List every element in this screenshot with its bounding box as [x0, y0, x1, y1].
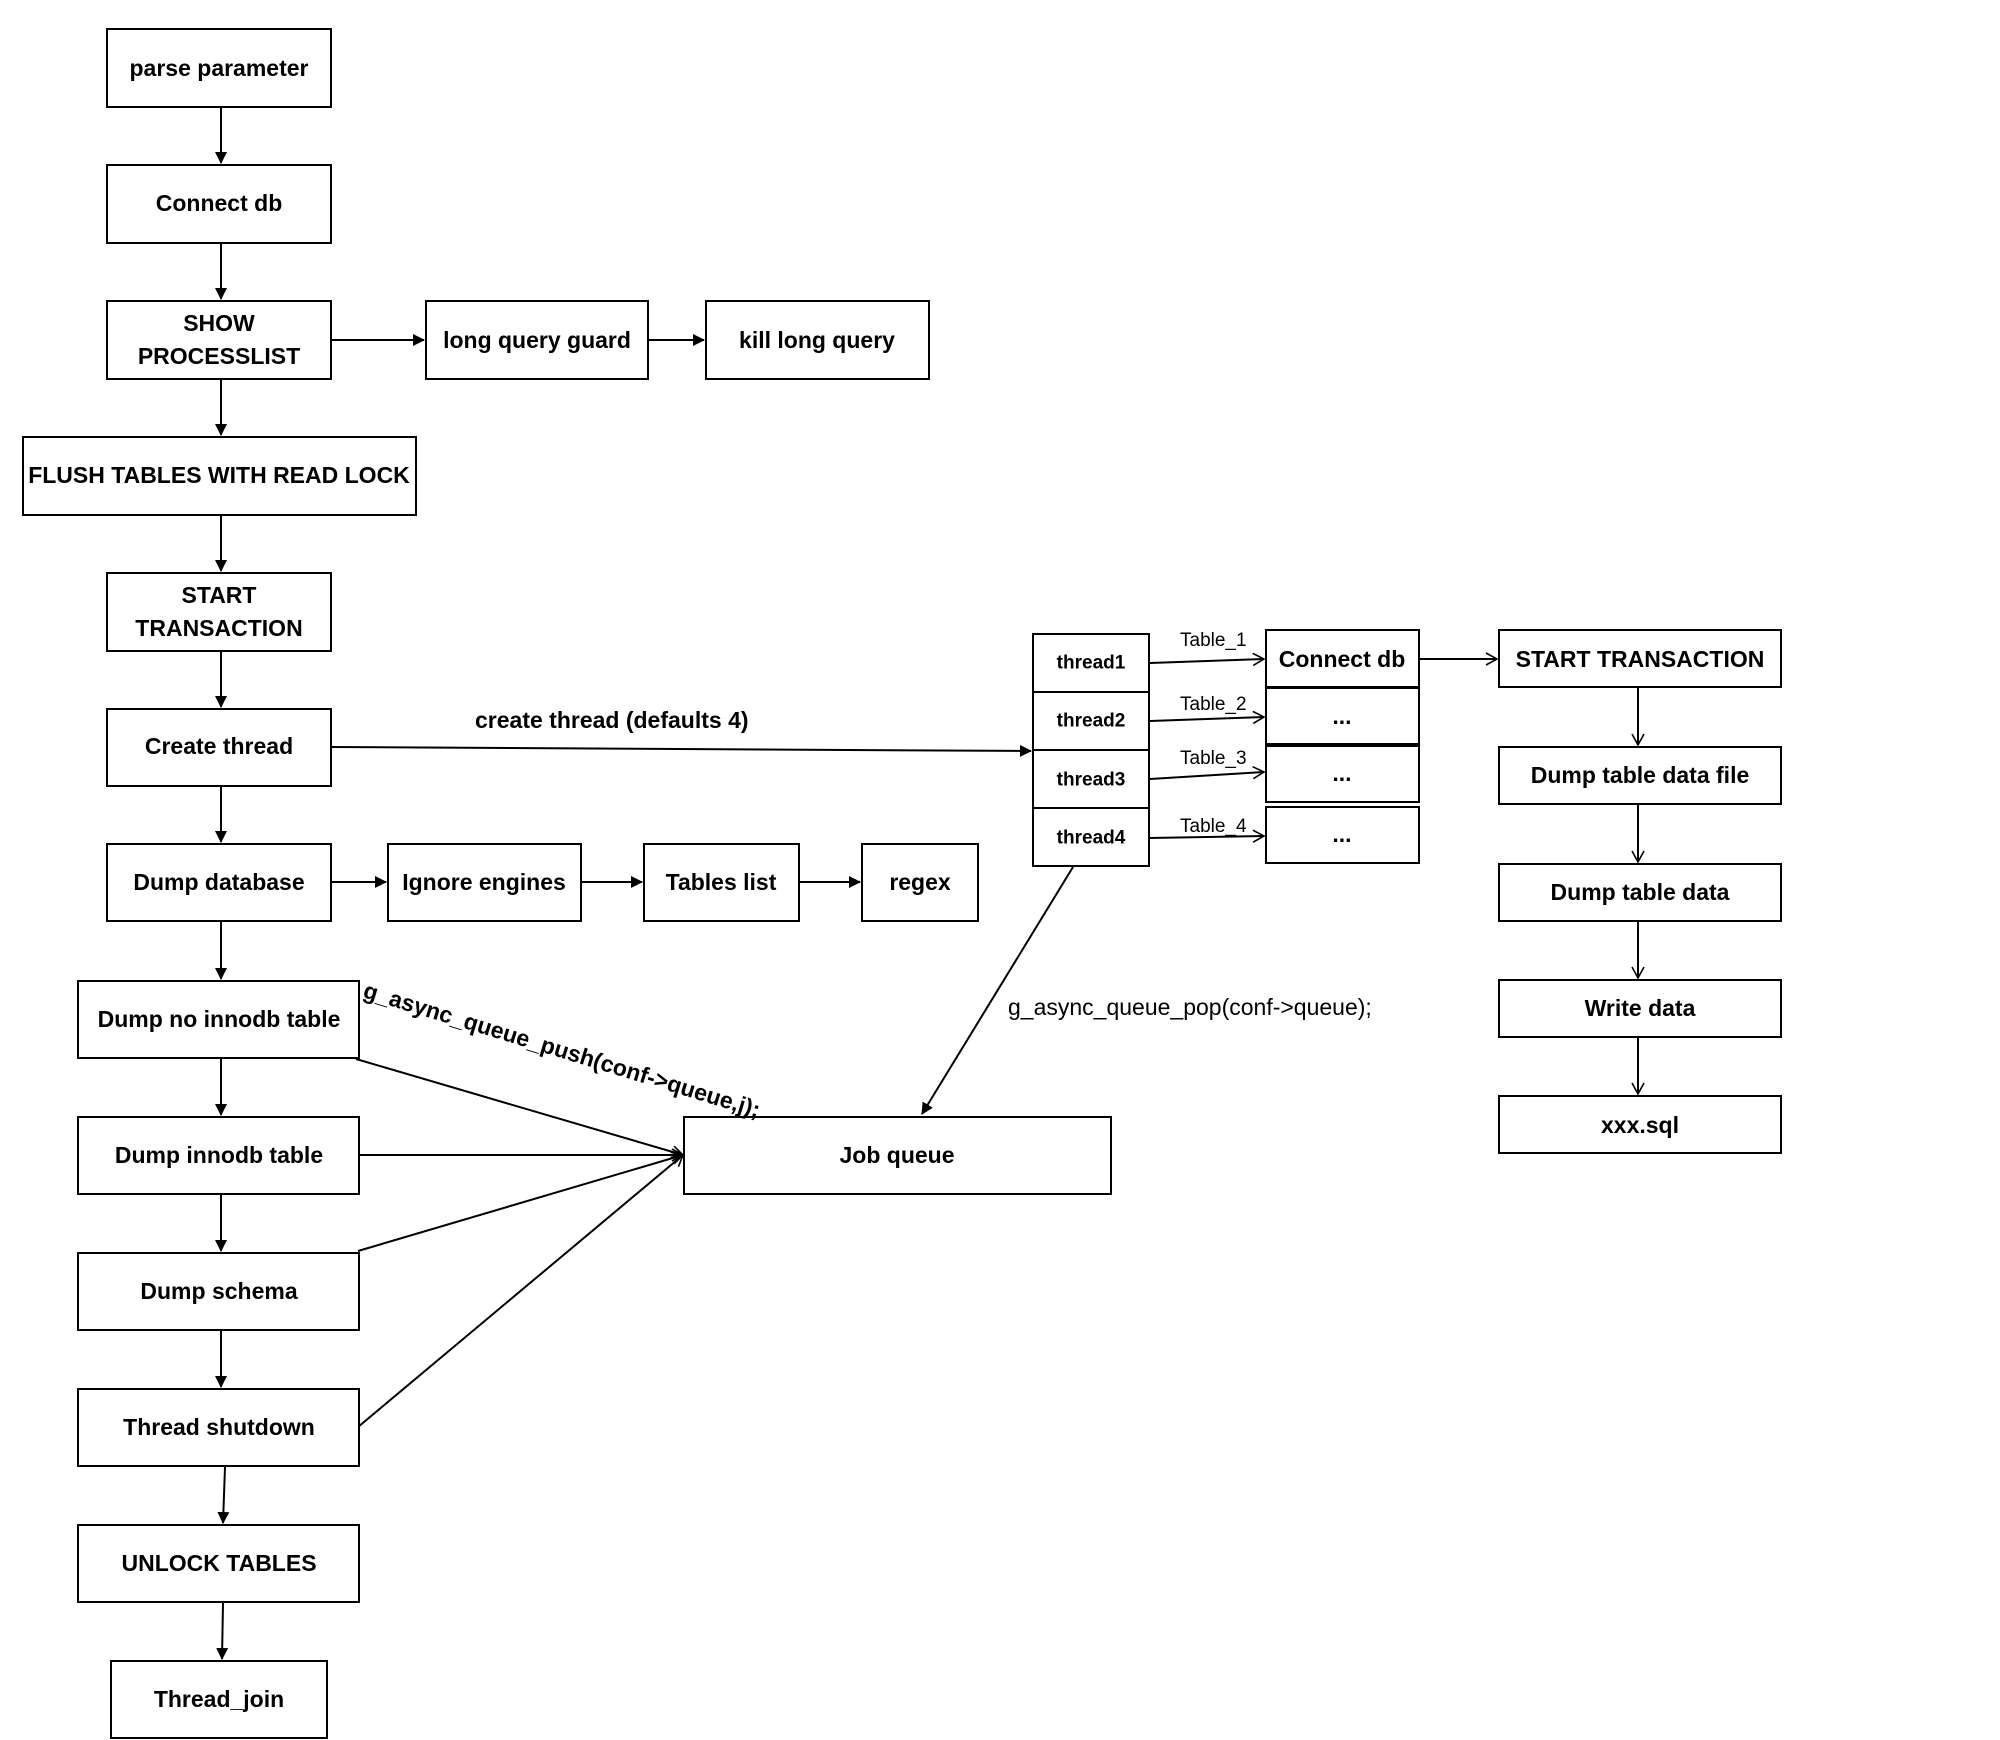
table-3-label: Table_3: [1180, 748, 1247, 769]
queue-push-label: g_async_queue_push(conf->queue,j);: [361, 977, 764, 1123]
create-thread-box: Create thread: [106, 708, 332, 787]
tables-list-label: Tables list: [666, 869, 777, 895]
thread-shutdown-label: Thread shutdown: [123, 1414, 315, 1440]
ignore-engines-label: Ignore engines: [402, 869, 566, 895]
main-chain: parse parameter Connect db SHOW PROCESSL…: [22, 28, 417, 1739]
task3-ellipsis: ...: [1332, 760, 1351, 786]
flush-tables-label: FLUSH TABLES WITH READ LOCK: [28, 462, 410, 488]
show-processlist-label-line1: SHOW: [183, 310, 255, 336]
dump-table-data-box: Dump table data: [1498, 863, 1782, 922]
dump-innodb-label: Dump innodb table: [115, 1142, 323, 1168]
dump-schema-label: Dump schema: [140, 1278, 297, 1304]
thread3-box: thread3: [1032, 749, 1150, 809]
ignore-engines-box: Ignore engines: [387, 843, 582, 922]
thread-join-label: Thread_join: [154, 1686, 284, 1712]
queue-pop-label: g_async_queue_pop(conf->queue);: [1008, 994, 1372, 1020]
dump-database-box: Dump database: [106, 843, 332, 922]
unlock-tables-box: UNLOCK TABLES: [77, 1524, 360, 1603]
worker-start-transaction-box: START TRANSACTION: [1498, 629, 1782, 688]
table-tasks: Connect db ... ... ...: [1265, 629, 1420, 864]
thread-join-box: Thread_join: [110, 1660, 328, 1739]
task4-ellipsis: ...: [1332, 821, 1351, 847]
table-2-label: Table_2: [1180, 694, 1247, 715]
edge-thread4-to-queue: [921, 866, 1074, 1115]
flush-tables-box: FLUSH TABLES WITH READ LOCK: [22, 436, 417, 516]
create-thread-edge-label: create thread (defaults 4): [475, 707, 749, 733]
edge-thread3-to-task3: [1149, 765, 1266, 780]
regex-label: regex: [889, 869, 951, 895]
worker-connect-db-box: Connect db: [1265, 629, 1420, 688]
edge-shutdown-to-queue: [357, 1153, 685, 1428]
show-processlist-label-line2: PROCESSLIST: [138, 343, 300, 369]
thread4-box: thread4: [1032, 807, 1150, 867]
dump-no-innodb-label: Dump no innodb table: [98, 1006, 341, 1032]
write-data-label: Write data: [1585, 995, 1696, 1021]
xxx-sql-box: xxx.sql: [1498, 1095, 1782, 1154]
edge-unlock-to-join: [216, 1602, 229, 1660]
task4-box: ...: [1265, 806, 1420, 864]
job-queue-box: Job queue: [683, 1116, 1112, 1195]
dump-table-data-file-label: Dump table data file: [1531, 762, 1750, 788]
edge-thread1-to-connect: [1149, 652, 1266, 667]
task2-ellipsis: ...: [1332, 703, 1351, 729]
unlock-tables-label: UNLOCK TABLES: [121, 1550, 316, 1576]
edge-schema-to-queue: [357, 1151, 685, 1252]
worker-connect-db-label: Connect db: [1279, 646, 1406, 672]
xxx-sql-label: xxx.sql: [1601, 1112, 1679, 1138]
thread-shutdown-box: Thread shutdown: [77, 1388, 360, 1467]
edge-create-to-threads: [330, 744, 1032, 757]
edge-thread4-to-task4: [1149, 829, 1266, 843]
thread-pool: thread1 thread2 thread3 thread4: [1032, 633, 1150, 867]
create-thread-label: Create thread: [145, 733, 293, 759]
side-branches: long query guard kill long query Ignore …: [387, 300, 1112, 1195]
parse-parameter-label: parse parameter: [130, 55, 309, 81]
thread4-label: thread4: [1057, 828, 1126, 849]
dump-innodb-box: Dump innodb table: [77, 1116, 360, 1195]
regex-box: regex: [861, 843, 979, 922]
kill-long-query-box: kill long query: [705, 300, 930, 380]
dump-no-innodb-box: Dump no innodb table: [77, 980, 360, 1059]
table-1-label: Table_1: [1180, 630, 1247, 651]
connect-db-label: Connect db: [156, 190, 283, 216]
thread2-label: thread2: [1057, 711, 1126, 732]
start-transaction-label-line2: TRANSACTION: [135, 615, 302, 641]
dump-schema-box: Dump schema: [77, 1252, 360, 1331]
edge-thread2-to-task2: [1149, 710, 1266, 725]
edge-shutdown-to-unlock: [217, 1466, 230, 1524]
connect-db-box: Connect db: [106, 164, 332, 244]
parse-parameter-box: parse parameter: [106, 28, 332, 108]
job-queue-label: Job queue: [839, 1142, 954, 1168]
thread1-box: thread1: [1032, 633, 1150, 693]
tables-list-box: Tables list: [643, 843, 800, 922]
worker-chain: START TRANSACTION Dump table data file D…: [1498, 629, 1782, 1154]
show-processlist-box: SHOW PROCESSLIST: [106, 300, 332, 380]
thread1-label: thread1: [1057, 653, 1126, 674]
start-transaction-box: START TRANSACTION: [106, 572, 332, 652]
worker-start-transaction-label: START TRANSACTION: [1516, 646, 1765, 672]
long-query-guard-box: long query guard: [425, 300, 649, 380]
task2-box: ...: [1265, 687, 1420, 745]
dump-table-data-file-box: Dump table data file: [1498, 746, 1782, 805]
thread3-label: thread3: [1057, 770, 1126, 791]
kill-long-query-label: kill long query: [739, 327, 895, 353]
task3-box: ...: [1265, 745, 1420, 803]
table-4-label: Table_4: [1180, 816, 1247, 837]
dump-table-data-label: Dump table data: [1551, 879, 1730, 905]
edges: [215, 108, 1645, 1660]
long-query-guard-label: long query guard: [443, 327, 631, 353]
write-data-box: Write data: [1498, 979, 1782, 1038]
edge-noinnodb-to-queue: [355, 1058, 685, 1159]
thread2-box: thread2: [1032, 691, 1150, 751]
start-transaction-label-line1: START: [182, 582, 257, 608]
dump-database-label: Dump database: [133, 869, 304, 895]
